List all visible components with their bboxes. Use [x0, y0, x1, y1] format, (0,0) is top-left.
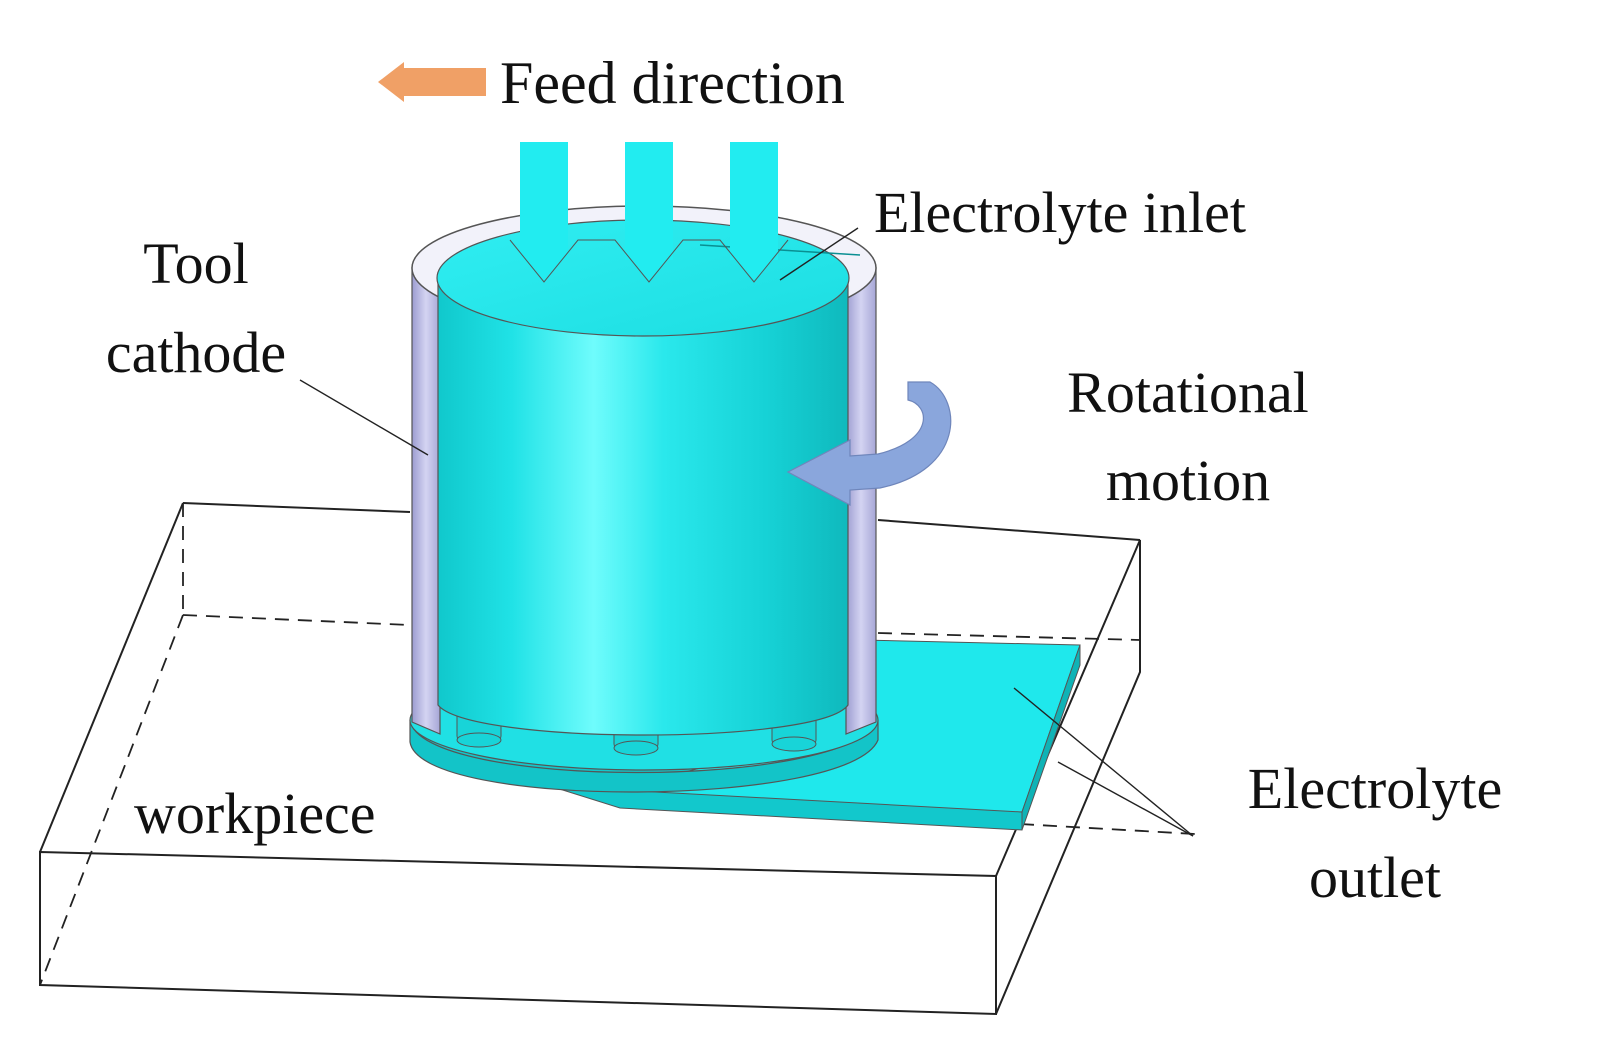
- label-rotational: Rotational: [1067, 360, 1309, 425]
- label-feed-direction: Feed direction: [500, 50, 845, 116]
- rotation-arrow: [786, 381, 952, 506]
- leader-lines: [299, 227, 1194, 837]
- workpiece-block: [39, 502, 1196, 1016]
- feed-direction-arrow-icon: [378, 62, 486, 102]
- label-motion: motion: [1106, 448, 1270, 513]
- label-workpiece: workpiece: [134, 781, 376, 846]
- electrolyte-inlet-pipes: [509, 142, 789, 283]
- electrolyte-cylinder: [436, 219, 861, 736]
- label-outlet: outlet: [1309, 845, 1441, 910]
- label-cathode: cathode: [106, 320, 286, 385]
- label-tool: Tool: [143, 231, 249, 296]
- label-electrolyte-inlet: Electrolyte inlet: [874, 180, 1246, 245]
- label-electrolyte: Electrolyte: [1248, 756, 1502, 821]
